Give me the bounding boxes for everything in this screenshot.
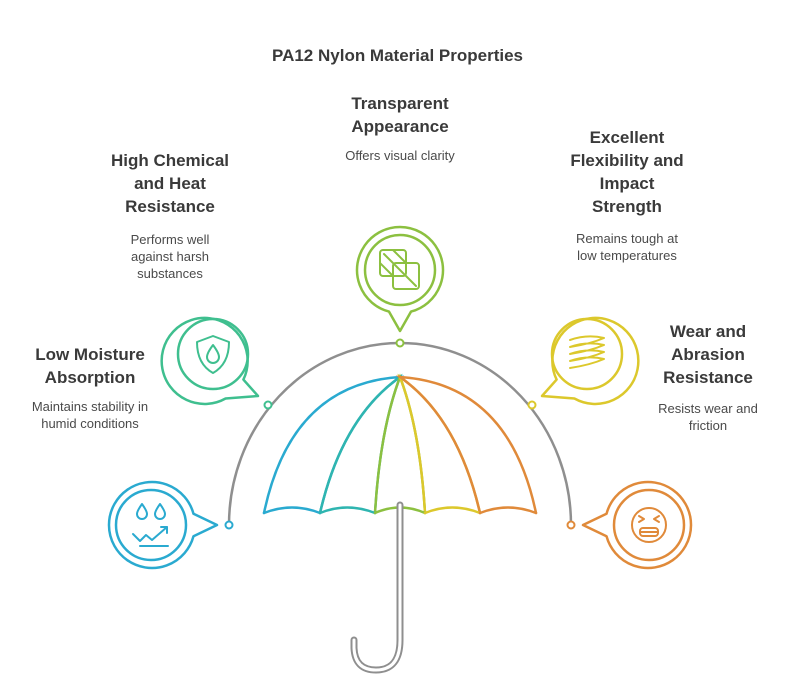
label-description: Performs well against harsh substances	[130, 232, 210, 281]
label-title: Transparent Appearance	[351, 94, 449, 136]
outer-arc	[227, 341, 573, 526]
label-chemical: High Chemical and Heat Resistance Perfor…	[85, 149, 255, 282]
label-description: Offers visual clarity	[345, 148, 455, 163]
label-title: Excellent Flexibility and Impact Strengt…	[570, 128, 684, 216]
bubble-transparent	[355, 225, 445, 333]
label-title: Wear and Abrasion Resistance	[663, 322, 753, 387]
arc-dot-wear	[566, 520, 576, 530]
diagram-title: PA12 Nylon Material Properties	[272, 46, 523, 65]
label-transparent: Transparent Appearance Offers visual cla…	[315, 92, 485, 164]
label-description: Maintains stability in humid conditions	[31, 399, 149, 431]
shield-drop-icon	[196, 335, 230, 374]
label-wear: Wear and Abrasion Resistance Resists wea…	[623, 320, 793, 434]
bubble-chemical	[160, 316, 260, 406]
umbrella-handle	[350, 501, 404, 674]
bubble-flexibility	[540, 316, 640, 406]
arc-dot-transparent	[395, 338, 405, 348]
label-title: Low Moisture Absorption	[35, 345, 145, 387]
canopy-panel-1	[262, 375, 405, 515]
bubble-wear	[581, 480, 693, 570]
overlapping-squares-icon	[379, 249, 420, 290]
canopy-panel-5	[395, 375, 538, 515]
label-description: Resists wear and friction	[658, 401, 758, 433]
arc-dot-moisture	[224, 520, 234, 530]
label-title: High Chemical and Heat Resistance	[110, 151, 230, 216]
bubble-moisture	[107, 480, 219, 570]
label-flexibility: Excellent Flexibility and Impact Strengt…	[542, 126, 712, 264]
strained-face-icon	[631, 507, 667, 543]
umbrella-canopy	[262, 373, 538, 515]
label-description: Remains tough at low temperatures	[576, 231, 678, 263]
label-moisture: Low Moisture Absorption Maintains stabil…	[5, 343, 175, 432]
arc-dot-flexibility	[527, 400, 537, 410]
spring-coil-icon	[569, 335, 605, 369]
canopy-edge	[262, 506, 322, 515]
water-drops-trend-icon	[132, 503, 169, 547]
arc-dot-chemical	[263, 400, 273, 410]
